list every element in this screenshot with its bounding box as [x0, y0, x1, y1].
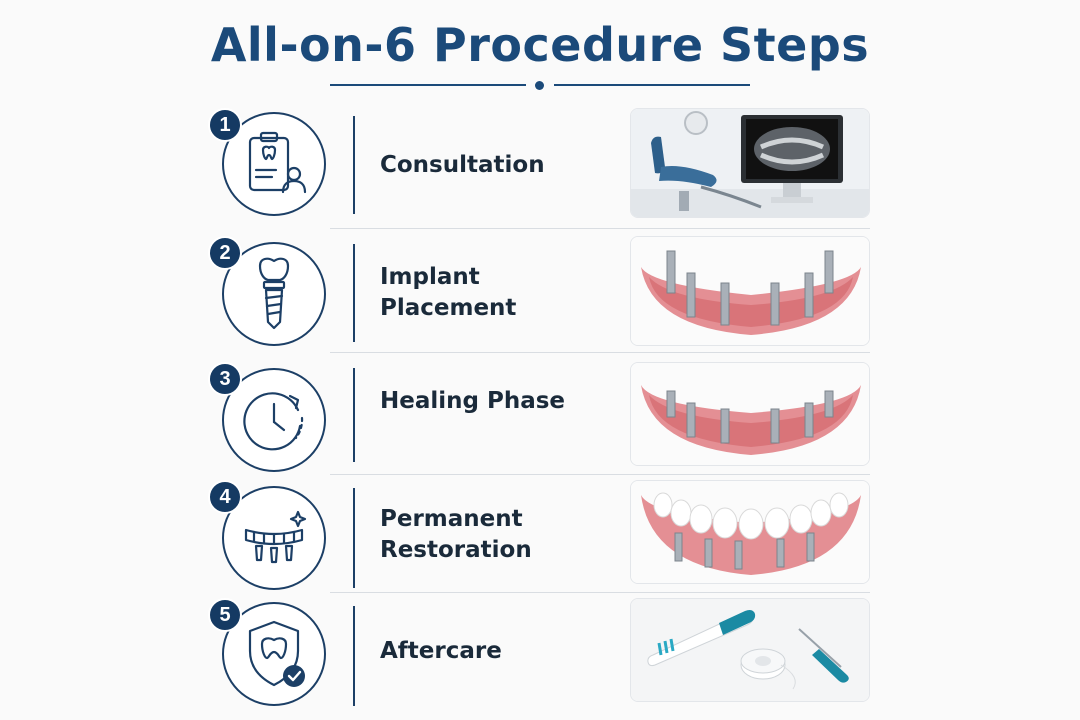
row-separator	[330, 352, 870, 353]
step-number-badge: 2	[208, 236, 242, 270]
step-label: Healing Phase	[380, 388, 566, 414]
step-label: Implant Placement	[380, 264, 517, 321]
full-arch-bridge-photo	[630, 480, 870, 584]
step-number-badge: 1	[208, 108, 242, 142]
gum-with-implants-photo	[630, 236, 870, 346]
step-divider	[353, 488, 355, 588]
step-number-badge: 5	[208, 598, 242, 632]
row-separator	[330, 592, 870, 593]
row-separator	[330, 474, 870, 475]
page-title: All-on-6 Procedure Steps	[210, 18, 870, 72]
step-divider	[353, 116, 355, 214]
step-number-badge: 4	[208, 480, 242, 514]
step-divider	[353, 368, 355, 462]
step-label: Permanent Restoration	[380, 506, 532, 563]
healed-gum-implants-photo	[630, 362, 870, 466]
dental-chair-xray-photo	[630, 108, 870, 218]
step-divider	[353, 606, 355, 706]
title-divider	[330, 81, 750, 90]
step-number-badge: 3	[208, 362, 242, 396]
row-separator	[330, 228, 870, 229]
step-divider	[353, 244, 355, 342]
step-label: Consultation	[380, 152, 545, 178]
toothbrush-floss-photo	[630, 598, 870, 702]
step-label: Aftercare	[380, 638, 502, 664]
